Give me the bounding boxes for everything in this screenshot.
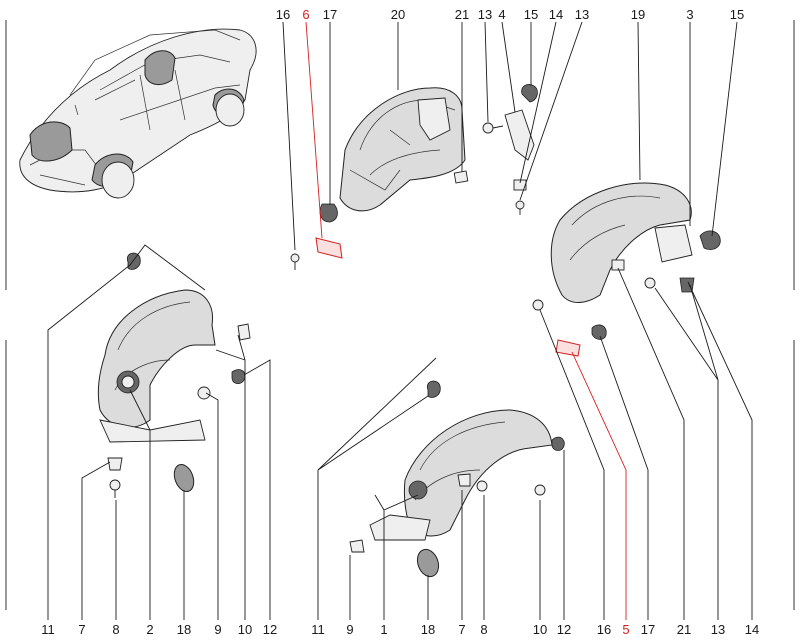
leader-lines bbox=[47, 21, 753, 620]
callout-7-left: 7 bbox=[78, 622, 85, 637]
callout-20: 20 bbox=[391, 7, 405, 22]
callout-9-right: 9 bbox=[346, 622, 353, 637]
callout-3: 3 bbox=[686, 7, 693, 22]
bracket-4 bbox=[504, 109, 535, 161]
callout-16-top: 16 bbox=[276, 7, 290, 22]
callout-18-right: 18 bbox=[421, 622, 435, 637]
front-left-wheel-arch-liner bbox=[97, 252, 251, 498]
callout-18-left: 18 bbox=[177, 622, 191, 637]
car-overview bbox=[19, 28, 257, 199]
callout-6: 6 bbox=[302, 7, 309, 22]
callout-4: 4 bbox=[498, 7, 505, 22]
callout-21-bottom: 21 bbox=[677, 622, 691, 637]
bracket-3 bbox=[654, 224, 693, 263]
callout-17-bottom: 17 bbox=[641, 622, 655, 637]
callout-7-right: 7 bbox=[458, 622, 465, 637]
callout-2: 2 bbox=[146, 622, 153, 637]
callout-8-right: 8 bbox=[480, 622, 487, 637]
callout-8-left: 8 bbox=[112, 622, 119, 637]
callout-12-right: 12 bbox=[557, 622, 571, 637]
callout-14-bottom: 14 bbox=[745, 622, 759, 637]
callout-19: 19 bbox=[631, 7, 645, 22]
callout-13-top-a: 13 bbox=[478, 7, 492, 22]
callout-5: 5 bbox=[622, 622, 629, 637]
bracket-5 bbox=[555, 339, 581, 357]
front-right-wheel-arch-liner bbox=[349, 380, 565, 578]
callout-13-top-b: 13 bbox=[575, 7, 589, 22]
callout-12-left: 12 bbox=[263, 622, 277, 637]
callout-15-top-b: 15 bbox=[730, 7, 744, 22]
bracket-6 bbox=[315, 237, 343, 259]
grommet-18-right bbox=[416, 548, 440, 578]
callout-1: 1 bbox=[380, 622, 387, 637]
callout-16-bottom: 16 bbox=[597, 622, 611, 637]
clip-group-top-left bbox=[290, 203, 343, 270]
grommet-18-left bbox=[173, 463, 195, 493]
rear-upper-wheel-arch-liner bbox=[532, 182, 721, 357]
callout-11-left: 11 bbox=[41, 622, 55, 637]
clip-group-top-center bbox=[482, 84, 538, 215]
clip-15-top bbox=[521, 84, 538, 103]
callout-17-top: 17 bbox=[323, 7, 337, 22]
clip-15-right bbox=[699, 230, 721, 250]
callouts-bottom: 11 7 8 2 18 9 10 12 11 9 1 18 7 8 10 12 … bbox=[41, 622, 759, 637]
screw-16-top bbox=[290, 253, 300, 263]
callout-10-left: 10 bbox=[238, 622, 252, 637]
callout-14-top: 14 bbox=[549, 7, 563, 22]
callout-15-top-a: 15 bbox=[524, 7, 538, 22]
front-upper-wheel-arch-liner bbox=[339, 87, 469, 212]
callout-9-left: 9 bbox=[214, 622, 221, 637]
callouts-top: 16 6 17 20 21 13 4 15 14 13 19 3 15 bbox=[276, 7, 744, 22]
callout-21-top: 21 bbox=[455, 7, 469, 22]
callout-11-right: 11 bbox=[311, 622, 325, 637]
clip-17-top bbox=[319, 203, 338, 223]
callout-10-right: 10 bbox=[533, 622, 547, 637]
callout-13-bottom: 13 bbox=[711, 622, 725, 637]
frame-marks bbox=[5, 20, 795, 610]
